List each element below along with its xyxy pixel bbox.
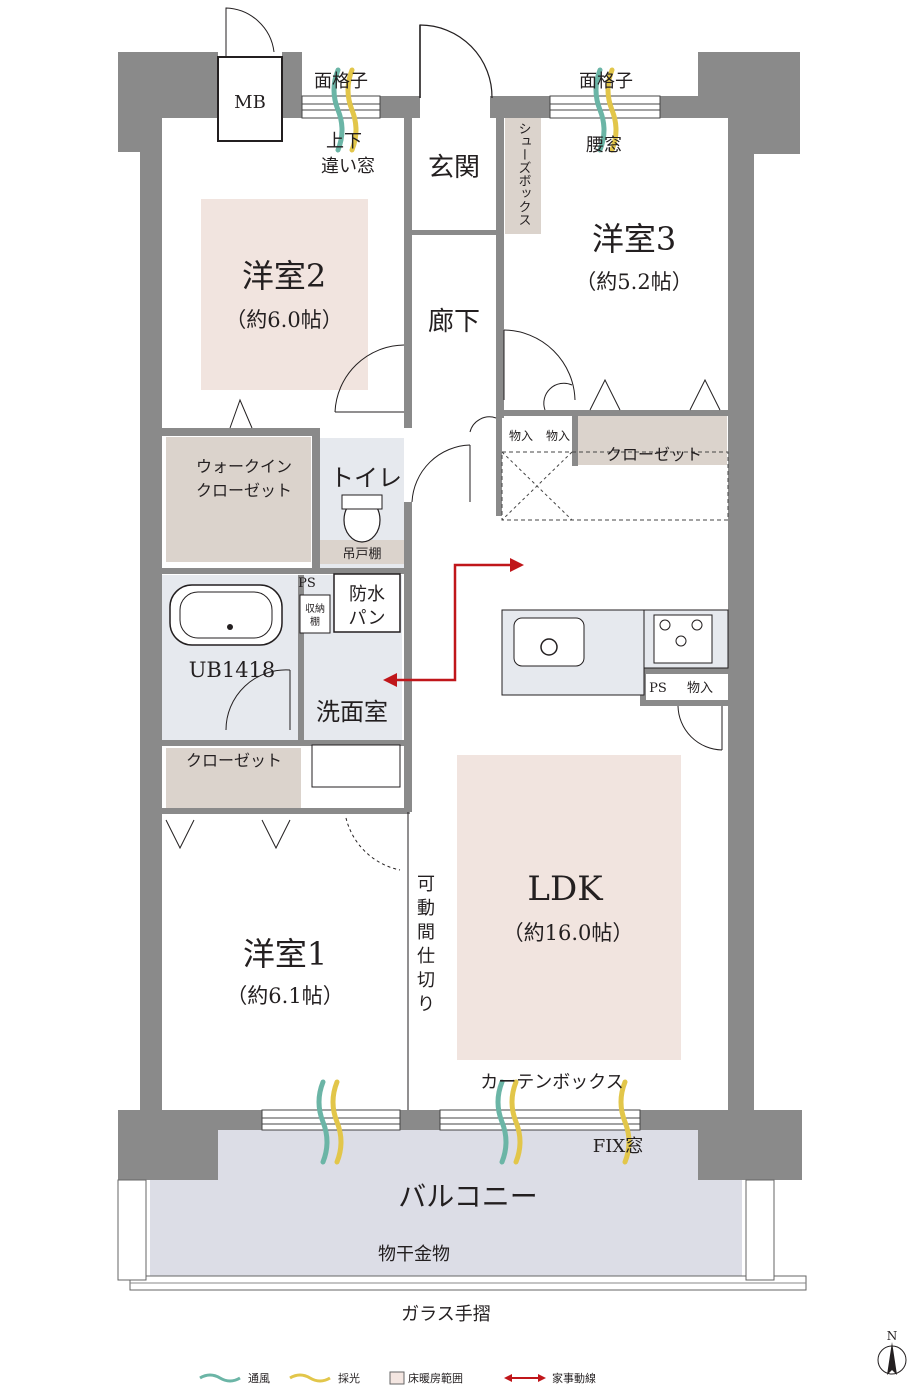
corridor-label: 廊下: [428, 307, 480, 337]
hanging-shelf-area: [320, 540, 404, 564]
western2-name: 洋室2: [242, 257, 326, 295]
walk-in-label-1: ウォークイン: [196, 457, 292, 476]
waterproof-label-2: パン: [349, 608, 386, 629]
movable-partition-label: 可 動 間 仕 切 り: [417, 874, 435, 1015]
closet-w3-area: [577, 410, 727, 465]
glass-handrail-label: ガラス手摺: [401, 1304, 491, 1325]
svg-text:動: 動: [417, 898, 435, 919]
ps-label-1: PS: [298, 576, 316, 591]
lattice-right-label: 面格子: [579, 71, 633, 92]
entrance-label: 玄関: [428, 153, 480, 183]
balcony-label: バルコニー: [398, 1180, 537, 1213]
walk-in-closet-area: [166, 437, 311, 562]
washroom-label: 洗面室: [316, 698, 388, 726]
floor-heating-ldk: [457, 755, 681, 1060]
north-arrow-icon: N: [877, 1329, 907, 1375]
svg-text:り: り: [417, 994, 435, 1015]
waist-window-label: 腰窓: [586, 135, 622, 156]
western2-size: （約6.0帖）: [225, 308, 342, 332]
legend-light-label: 採光: [338, 1371, 360, 1385]
toilet-label: トイレ: [330, 464, 402, 492]
ps-label-2: PS: [649, 681, 667, 696]
svg-text:可: 可: [417, 874, 435, 895]
partitions: [150, 118, 728, 814]
door-swings: [165, 329, 723, 871]
western3-size: （約5.2帖）: [575, 270, 692, 294]
hanging-shelf-label: 吊戸棚: [342, 547, 381, 562]
ldk-name: LDK: [527, 869, 603, 909]
fix-window-label: FIX窓: [593, 1136, 643, 1157]
legend-vent-label: 通風: [248, 1372, 270, 1385]
entrance-door[interactable]: [419, 24, 493, 99]
legend-path-icon: [504, 1374, 546, 1382]
bottom-windows: [261, 1109, 641, 1131]
svg-text:間: 間: [417, 922, 435, 943]
storage-a-label: 物入: [509, 429, 533, 443]
vent-light-symbols: [316, 67, 632, 1165]
washer-pan: [311, 744, 401, 788]
shoe-box-area: [505, 118, 541, 234]
legend: 通風 採光 床暖房範囲 家事動線: [199, 1371, 596, 1385]
shoe-box-label: シューズボックス: [516, 122, 531, 226]
closet-w3-label: クローゼット: [606, 445, 702, 464]
sliding-window-label-2: 違い窓: [321, 156, 375, 177]
legend-floor-heat-label: 床暖房範囲: [408, 1371, 463, 1385]
storage-b-label: 物入: [546, 429, 570, 443]
top-windows: [301, 95, 661, 119]
sliding-window-label-1: 上下: [326, 131, 362, 152]
bathtub: [169, 584, 283, 646]
housework-path: [383, 558, 524, 687]
legend-vent-icon: [199, 1373, 241, 1383]
storage-shelf-label-2: 棚: [310, 615, 320, 628]
storage-shelf-label-1: 収納: [305, 602, 325, 615]
closet-w1-area: [166, 748, 301, 810]
walk-in-label-2: クローゼット: [196, 481, 292, 500]
legend-floor-heat-icon: [389, 1371, 405, 1385]
svg-text:仕: 仕: [417, 946, 435, 967]
drying-hardware-label: 物干金物: [378, 1244, 450, 1265]
storage-c-label: 物入: [687, 681, 713, 696]
ldk-size: （約16.0帖）: [503, 921, 634, 945]
curtain-box-label: カーテンボックス: [480, 1072, 623, 1093]
lattice-left-label: 面格子: [314, 71, 368, 92]
mb-box: [217, 56, 283, 142]
balcony-area: [150, 1130, 742, 1280]
washbasin-box: [333, 573, 401, 633]
waterproof-label-1: 防水: [349, 584, 385, 605]
western3-name: 洋室3: [592, 220, 676, 258]
walls: [117, 52, 802, 1281]
western1-size: （約6.1帖）: [226, 984, 343, 1008]
floor-heating-western2: [201, 199, 368, 390]
svg-text:N: N: [887, 1329, 898, 1343]
unit-bath-label: UB1418: [189, 658, 276, 682]
svg-text:切: 切: [417, 970, 435, 991]
closet-w1-label: クローゼット: [186, 751, 282, 770]
legend-light-icon: [289, 1373, 331, 1383]
mb-label: MB: [234, 92, 266, 113]
western1-name: 洋室1: [243, 935, 327, 973]
legend-path-label: 家事動線: [552, 1371, 596, 1385]
